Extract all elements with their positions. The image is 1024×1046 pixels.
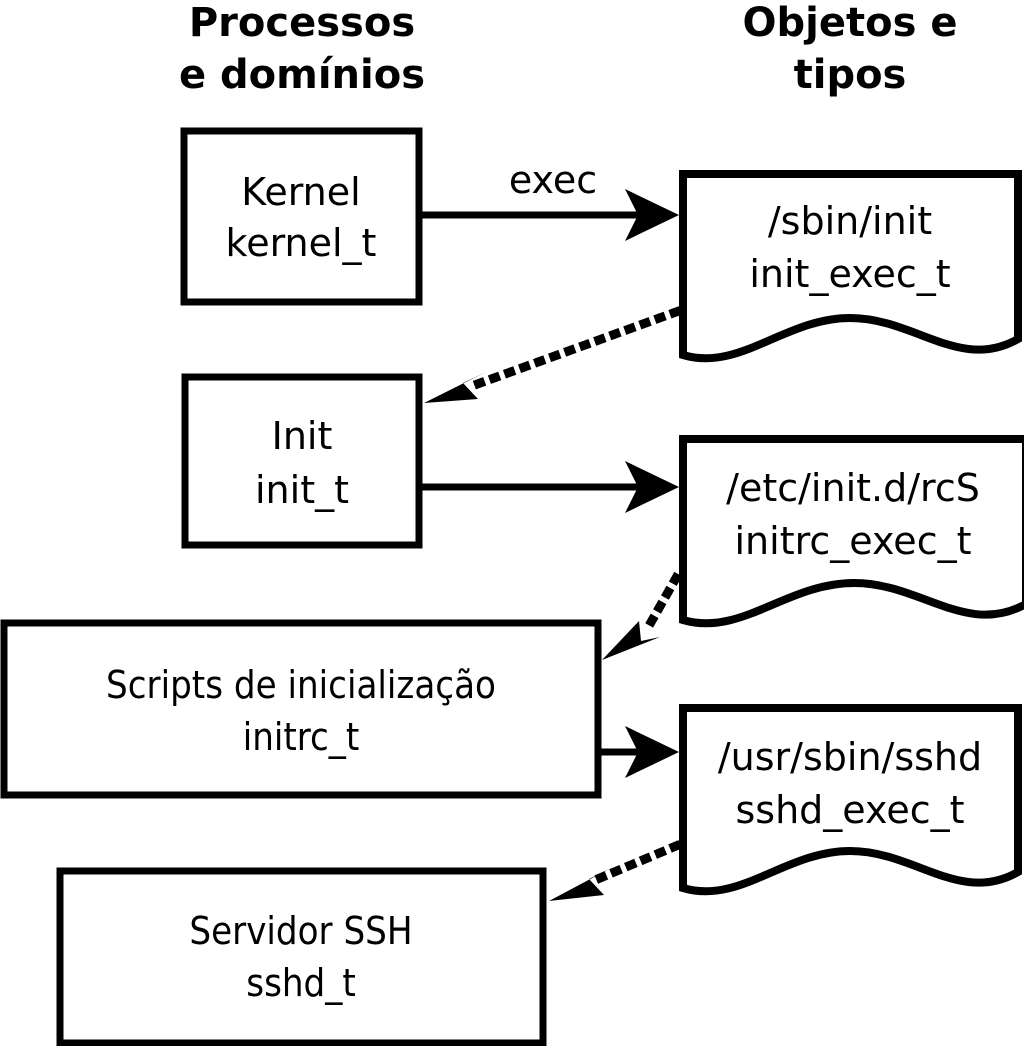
node-initrc_exec-doc[interactable]: [679, 435, 1024, 628]
node-sshd_exec-doc[interactable]: [679, 704, 1022, 896]
node-initrc_exec-line1: /etc/init.d/rcS: [726, 466, 980, 510]
node-sshd[interactable]: Servidor SSH sshd_t: [56, 867, 547, 1046]
edge-line-sshd_exec-sshd: [594, 840, 682, 884]
node-sshd-box[interactable]: [56, 867, 547, 1046]
edge-kernel-exec-init_exec: exec: [422, 158, 679, 241]
arrow-head-init_exec-init: [424, 372, 486, 403]
node-kernel[interactable]: Kernel kernel_t: [180, 127, 423, 306]
node-sshd_exec[interactable]: /usr/sbin/sshd sshd_exec_t: [679, 704, 1022, 896]
node-kernel-line2: kernel_t: [226, 221, 377, 265]
node-init_exec-line2: init_exec_t: [749, 252, 950, 296]
node-kernel-box[interactable]: [180, 127, 423, 306]
node-sshd-line2: sshd_t: [246, 961, 356, 1005]
node-sshd-line1: Servidor SSH: [189, 909, 412, 953]
arrow-head-initrc_exec-initrc: [602, 621, 660, 660]
node-kernel-line1: Kernel: [241, 170, 360, 214]
node-sshd_exec-line1: /usr/sbin/sshd: [718, 735, 982, 779]
arrow-head-init-initrc_exec: [625, 461, 679, 513]
edge-initrc-exec-sshd_exec: [601, 726, 679, 778]
node-sshd_exec-line2: sshd_exec_t: [735, 788, 964, 832]
edge-sshd_exec-to-sshd: [549, 840, 682, 901]
column-header-objects: Objetos e tipos: [743, 0, 958, 98]
column-header-objects-line2: tipos: [794, 52, 907, 98]
node-init-line2: init_t: [255, 468, 349, 512]
column-header-objects-line1: Objetos e: [743, 0, 958, 46]
node-init-box[interactable]: [181, 373, 423, 549]
column-header-processes-line2: e domínios: [179, 52, 425, 98]
edge-label-exec: exec: [509, 158, 597, 202]
edge-init_exec-to-init: [424, 306, 682, 403]
node-initrc-box[interactable]: [0, 619, 602, 799]
node-initrc_exec-line2: initrc_exec_t: [735, 519, 972, 563]
node-initrc-line2: initrc_t: [243, 715, 360, 759]
node-initrc-line1: Scripts de inicialização: [106, 663, 496, 707]
edge-initrc_exec-to-initrc: [602, 571, 683, 660]
node-init_exec[interactable]: /sbin/init init_exec_t: [679, 170, 1022, 363]
edge-line-initrc_exec-initrc: [643, 571, 683, 631]
node-initrc[interactable]: Scripts de inicialização initrc_t: [0, 619, 602, 799]
column-header-processes-line1: Processos: [189, 0, 415, 46]
column-header-processes: Processos e domínios: [179, 0, 425, 98]
edge-line-init_exec-init: [466, 306, 682, 392]
edge-init-exec-initrc_exec: [422, 461, 679, 513]
node-init_exec-line1: /sbin/init: [768, 199, 932, 243]
node-initrc_exec[interactable]: /etc/init.d/rcS initrc_exec_t: [679, 435, 1024, 628]
node-init-line1: Init: [272, 414, 333, 458]
arrow-head-initrc-sshd_exec: [625, 726, 679, 778]
arrow-head-sshd_exec-sshd: [549, 868, 611, 901]
arrow-head-kernel-init_exec: [625, 189, 679, 241]
node-init_exec-doc[interactable]: [679, 170, 1022, 363]
node-init[interactable]: Init init_t: [181, 373, 423, 549]
